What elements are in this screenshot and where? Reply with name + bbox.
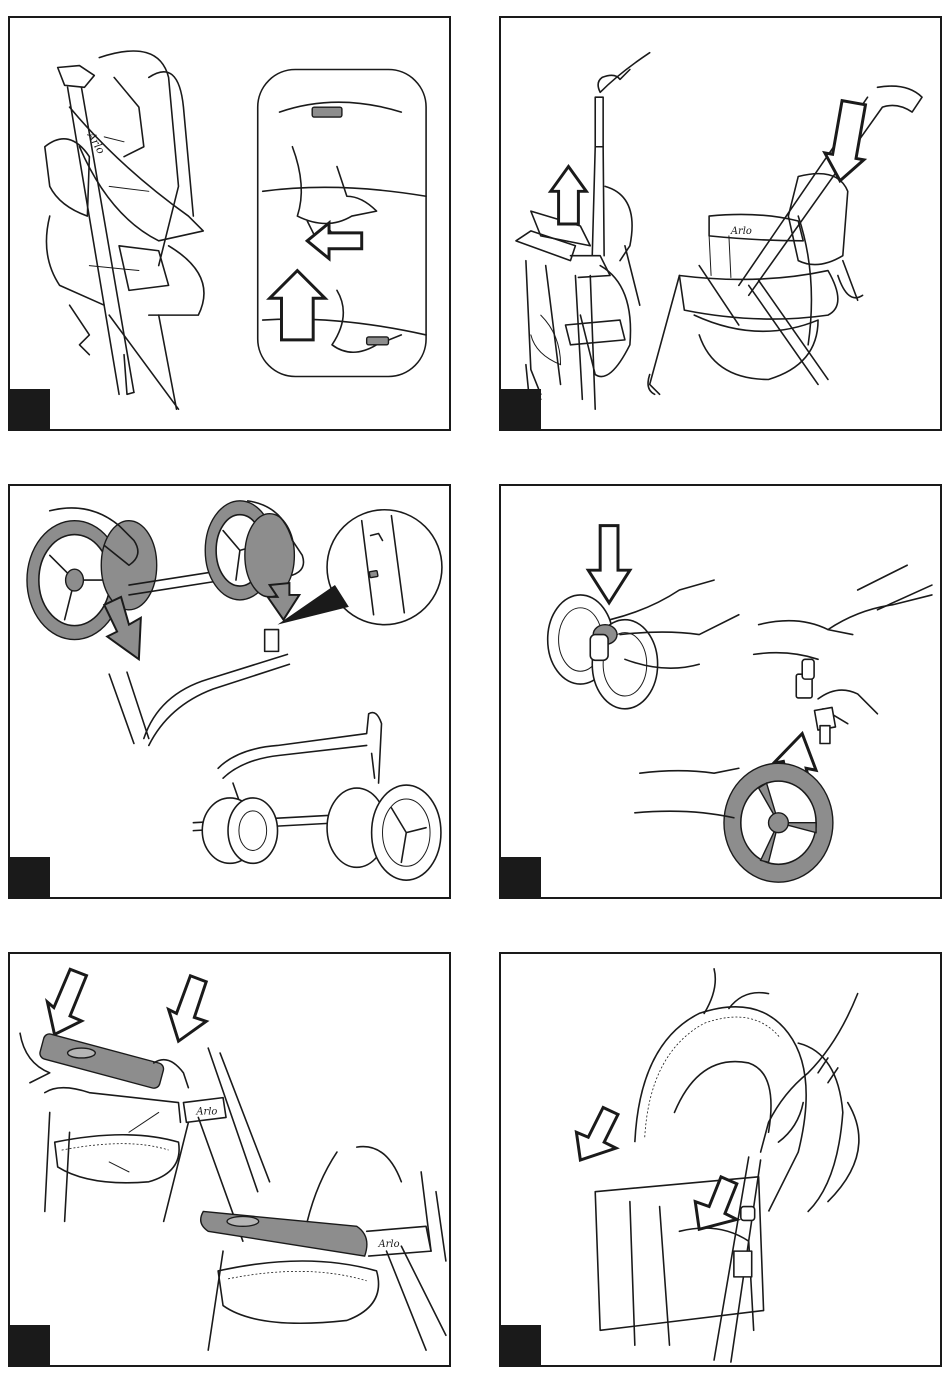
step-number-badge bbox=[10, 389, 50, 429]
arrow-down-icon bbox=[588, 526, 630, 603]
stroller-seat-fitted: Arlo bbox=[201, 1147, 446, 1351]
canopy-illustration bbox=[501, 954, 940, 1365]
unfolded-stroller: Arlo bbox=[648, 86, 922, 394]
svg-text:Arlo: Arlo bbox=[195, 1106, 217, 1117]
instruction-panel-5: Arlo Arlo bbox=[8, 952, 451, 1367]
arrow-left-icon bbox=[307, 223, 361, 259]
folded-stroller: Arlo bbox=[45, 51, 204, 409]
wheel-icon bbox=[724, 763, 833, 882]
svg-text:Arlo: Arlo bbox=[378, 1239, 400, 1250]
step-number-badge bbox=[10, 857, 50, 897]
folded-stroller-illustration: Arlo bbox=[10, 18, 449, 429]
instruction-panel-1: Arlo bbox=[8, 16, 451, 431]
canopy-hood bbox=[635, 969, 843, 1212]
arrow-down-icon bbox=[169, 976, 207, 1041]
bumper-bar-illustration: Arlo Arlo bbox=[10, 954, 449, 1365]
instruction-panel-2: Arlo bbox=[499, 16, 942, 431]
hand-icon bbox=[635, 768, 739, 818]
unlock-detail-inset bbox=[258, 69, 426, 376]
bumper-bar bbox=[39, 1033, 165, 1090]
arrow-up-icon bbox=[551, 167, 587, 224]
step-number-badge bbox=[501, 857, 541, 897]
assembled-rear-frame bbox=[193, 713, 441, 881]
step-number-badge bbox=[501, 1325, 541, 1365]
unfold-stroller-illustration: Arlo bbox=[501, 18, 940, 429]
rear-axle-illustration bbox=[10, 486, 449, 897]
hand-icon bbox=[754, 621, 853, 660]
wheel-icon bbox=[548, 595, 658, 709]
hand-icon bbox=[598, 53, 650, 93]
step-number-badge bbox=[10, 1325, 50, 1365]
arrow-down-icon bbox=[576, 1108, 618, 1160]
front-wheel-illustration bbox=[501, 486, 940, 897]
step-number-badge bbox=[501, 389, 541, 429]
svg-text:Arlo: Arlo bbox=[84, 129, 108, 157]
svg-text:Arlo: Arlo bbox=[730, 226, 752, 237]
arrow-up-icon bbox=[270, 271, 325, 340]
arrow-down-icon bbox=[45, 968, 87, 1037]
instruction-panel-4 bbox=[499, 484, 942, 899]
instruction-panel-3 bbox=[8, 484, 451, 899]
instruction-panel-6 bbox=[499, 952, 942, 1367]
arrow-down-icon bbox=[821, 99, 874, 184]
